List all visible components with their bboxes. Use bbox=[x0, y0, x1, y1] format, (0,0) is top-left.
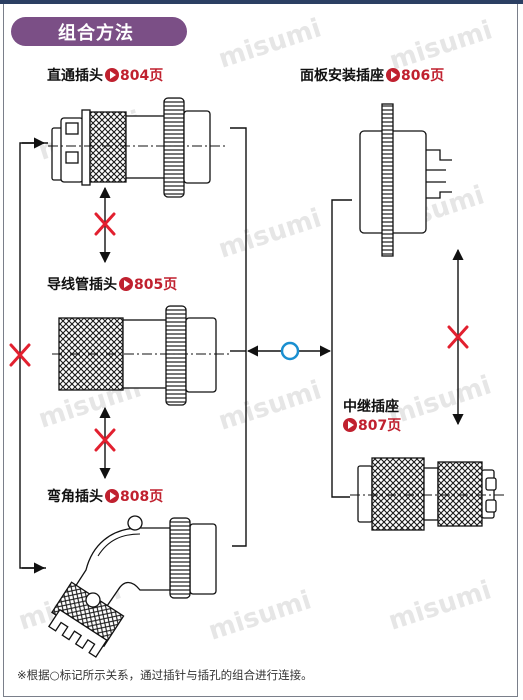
combinable-mark bbox=[280, 341, 300, 361]
cable-plug-label: 导线管插头 805页 bbox=[47, 274, 177, 294]
not-combinable-mark-sockets bbox=[447, 325, 469, 349]
not-combinable-mark-cable-angle bbox=[94, 428, 116, 452]
svg-text:misumi: misumi bbox=[385, 575, 495, 636]
cable-plug-page-link[interactable]: 805页 bbox=[134, 277, 178, 293]
cable-plug-drawing bbox=[52, 305, 230, 406]
relay-socket-label: 中继插座 bbox=[343, 396, 399, 416]
relay-socket-drawing bbox=[350, 457, 505, 531]
angle-plug-label: 弯角插头 808页 bbox=[47, 486, 163, 506]
angle-plug-name: 弯角插头 bbox=[47, 489, 103, 505]
panel-socket-name: 面板安装插座 bbox=[300, 68, 384, 84]
section-title-text: 组合方法 bbox=[58, 22, 134, 44]
angle-plug-drawing bbox=[47, 515, 217, 658]
svg-text:misumi: misumi bbox=[205, 585, 315, 646]
straight-plug-drawing bbox=[48, 97, 226, 198]
straight-plug-name: 直通插头 bbox=[47, 68, 103, 84]
angle-plug-page-link[interactable]: 808页 bbox=[120, 489, 164, 505]
top-border bbox=[0, 0, 523, 4]
panel-socket-drawing bbox=[359, 103, 452, 257]
page-ref-icon bbox=[105, 489, 119, 503]
svg-text:misumi: misumi bbox=[215, 203, 325, 264]
cable-plug-name: 导线管插头 bbox=[47, 277, 117, 293]
svg-text:misumi: misumi bbox=[215, 375, 325, 436]
relay-socket-page-link[interactable]: 807页 bbox=[358, 418, 402, 434]
svg-text:misumi: misumi bbox=[385, 370, 495, 431]
page-ref-icon bbox=[343, 418, 357, 432]
page-ref-icon bbox=[105, 68, 119, 82]
straight-plug-page-link[interactable]: 804页 bbox=[120, 68, 164, 84]
not-combinable-mark-straight-cable bbox=[94, 212, 116, 236]
page-ref-icon bbox=[386, 68, 400, 82]
page-ref-icon bbox=[119, 277, 133, 291]
relay-socket-name: 中继插座 bbox=[343, 399, 399, 415]
footnote: ※根据○标记所示关系，通过插针与插孔的组合进行连接。 bbox=[17, 668, 313, 682]
straight-plug-label: 直通插头 804页 bbox=[47, 65, 163, 85]
panel-socket-label: 面板安装插座 806页 bbox=[300, 65, 444, 85]
panel-socket-page-link[interactable]: 806页 bbox=[401, 68, 445, 84]
relay-socket-ref: 807页 bbox=[341, 415, 401, 435]
diagram-frame bbox=[3, 4, 518, 697]
not-combinable-mark-straight-angle bbox=[9, 343, 31, 367]
section-title: 组合方法 bbox=[11, 17, 187, 46]
